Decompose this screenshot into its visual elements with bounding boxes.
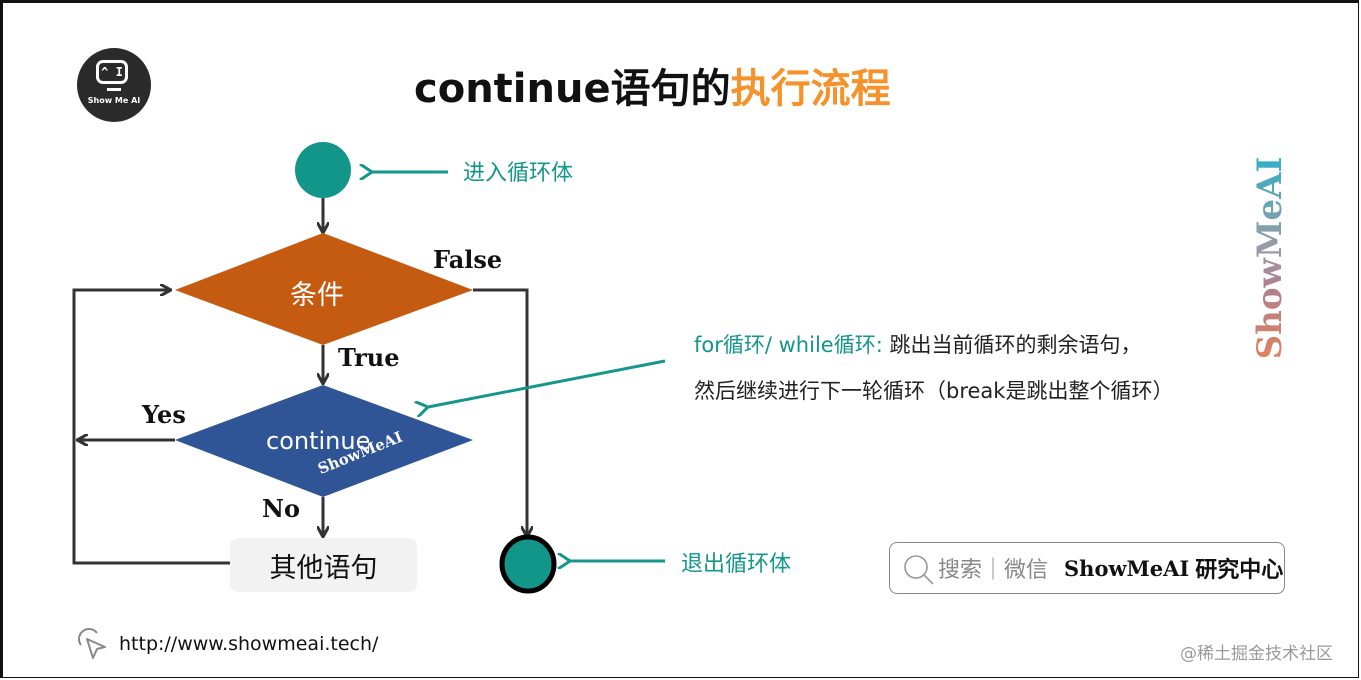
continue-diamond — [175, 385, 473, 497]
enter-loop-note: 进入循环体 — [463, 161, 574, 186]
condition-label: 条件 — [290, 280, 344, 311]
showmeai-logo: ^ I Show Me AI — [77, 48, 151, 122]
yes-label: Yes — [142, 400, 186, 429]
other-statements-box: 其他语句 — [230, 538, 417, 592]
exit-loop-note: 退出循环体 — [681, 552, 792, 577]
robot-screen-icon: ^ I — [96, 60, 128, 84]
website-link[interactable]: http://www.showmeai.tech/ — [75, 627, 378, 661]
page-title: continue语句的执行流程 — [414, 56, 891, 114]
continue-label: continue — [266, 427, 371, 455]
wechat-search-box: 搜索｜微信 ShowMeAI 研究中心 — [889, 542, 1285, 594]
title-highlight: 执行流程 — [730, 66, 891, 112]
description-line-2: 然后继续进行下一轮循环（break是跳出整个循环） — [694, 379, 1174, 403]
side-brand-watermark: ShowMeAI — [1250, 156, 1290, 360]
search-brand-suffix: 研究中心 — [1195, 558, 1284, 583]
condition-diamond — [175, 233, 473, 345]
search-brand: ShowMeAI — [1064, 555, 1190, 581]
description-line-1: for循环/ while循环: 跳出当前循环的剩余语句， — [694, 333, 1142, 357]
search-icon — [902, 553, 934, 585]
title-main: continue语句的 — [414, 66, 731, 112]
search-hint: 搜索｜微信 — [938, 558, 1049, 583]
juejin-credit: @稀土掘金技术社区 — [1180, 644, 1333, 664]
website-url[interactable]: http://www.showmeai.tech/ — [119, 633, 379, 655]
true-label: True — [338, 343, 400, 372]
cursor-click-icon — [78, 628, 106, 659]
robot-stand-icon — [107, 88, 121, 91]
false-label: False — [433, 245, 503, 274]
exit-node — [499, 534, 557, 594]
logo-name: Show Me AI — [87, 96, 141, 105]
no-label: No — [262, 494, 300, 523]
start-node — [295, 142, 351, 198]
